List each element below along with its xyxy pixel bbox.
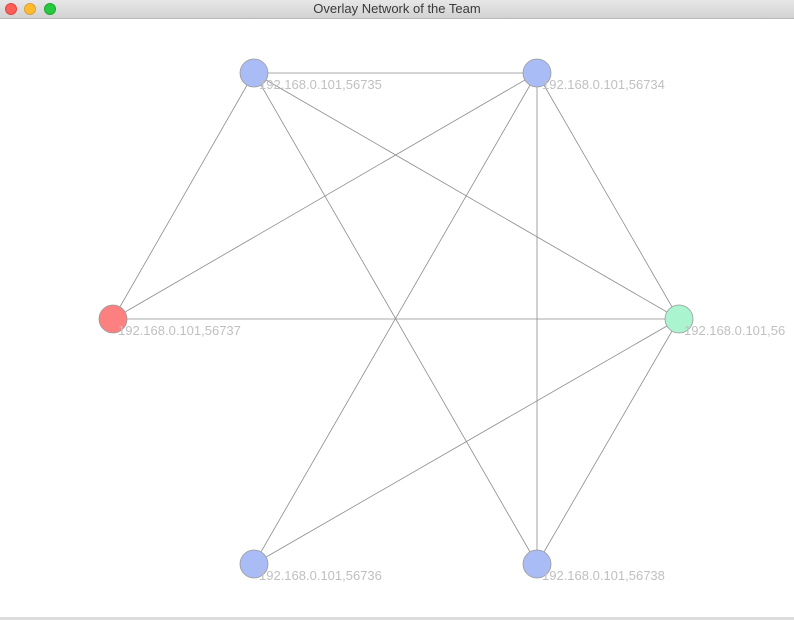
- graph-node-label-n6: 192.168.0.101,56738: [542, 568, 665, 583]
- graph-edge-n2-n3: [112, 72, 538, 320]
- graph-node-n2[interactable]: [522, 58, 552, 88]
- graph-node-n4[interactable]: [664, 304, 694, 334]
- window-bottom-edge: [0, 617, 794, 620]
- graph-edge-n2-n4: [536, 72, 680, 320]
- graph-edge-n4-n5: [253, 318, 680, 565]
- minimize-window-button[interactable]: [24, 3, 36, 15]
- window-title: Overlay Network of the Team: [313, 1, 481, 16]
- graph-edge-n1-n3: [112, 72, 255, 320]
- graph-node-label-n1: 192.168.0.101,56735: [259, 77, 382, 92]
- graph-canvas[interactable]: 192.168.0.101,56735 192.168.0.101,56734 19…: [0, 19, 794, 617]
- graph-node-n1[interactable]: [239, 58, 269, 88]
- graph-node-n5[interactable]: [239, 549, 269, 579]
- graph-edge-n4-n6: [536, 318, 680, 565]
- network-graph: 192.168.0.101,56735 192.168.0.101,56734 19…: [98, 58, 785, 583]
- graph-node-label-n4: 192.168.0.101,56: [684, 323, 785, 338]
- labels-layer: 192.168.0.101,56735 192.168.0.101,56734 19…: [118, 77, 785, 583]
- close-window-button[interactable]: [5, 3, 17, 15]
- graph-node-n6[interactable]: [522, 549, 552, 579]
- nodes-layer: [98, 58, 694, 579]
- graph-node-n3[interactable]: [98, 304, 128, 334]
- zoom-window-button[interactable]: [44, 3, 56, 15]
- graph-node-label-n3: 192.168.0.101,56737: [118, 323, 241, 338]
- graph-node-label-n2: 192.168.0.101,56734: [542, 77, 665, 92]
- graph-node-label-n5: 192.168.0.101,56736: [259, 568, 382, 583]
- window-titlebar[interactable]: Overlay Network of the Team: [0, 0, 794, 19]
- graph-edge-n2-n5: [253, 72, 538, 565]
- edges-layer: [112, 72, 680, 565]
